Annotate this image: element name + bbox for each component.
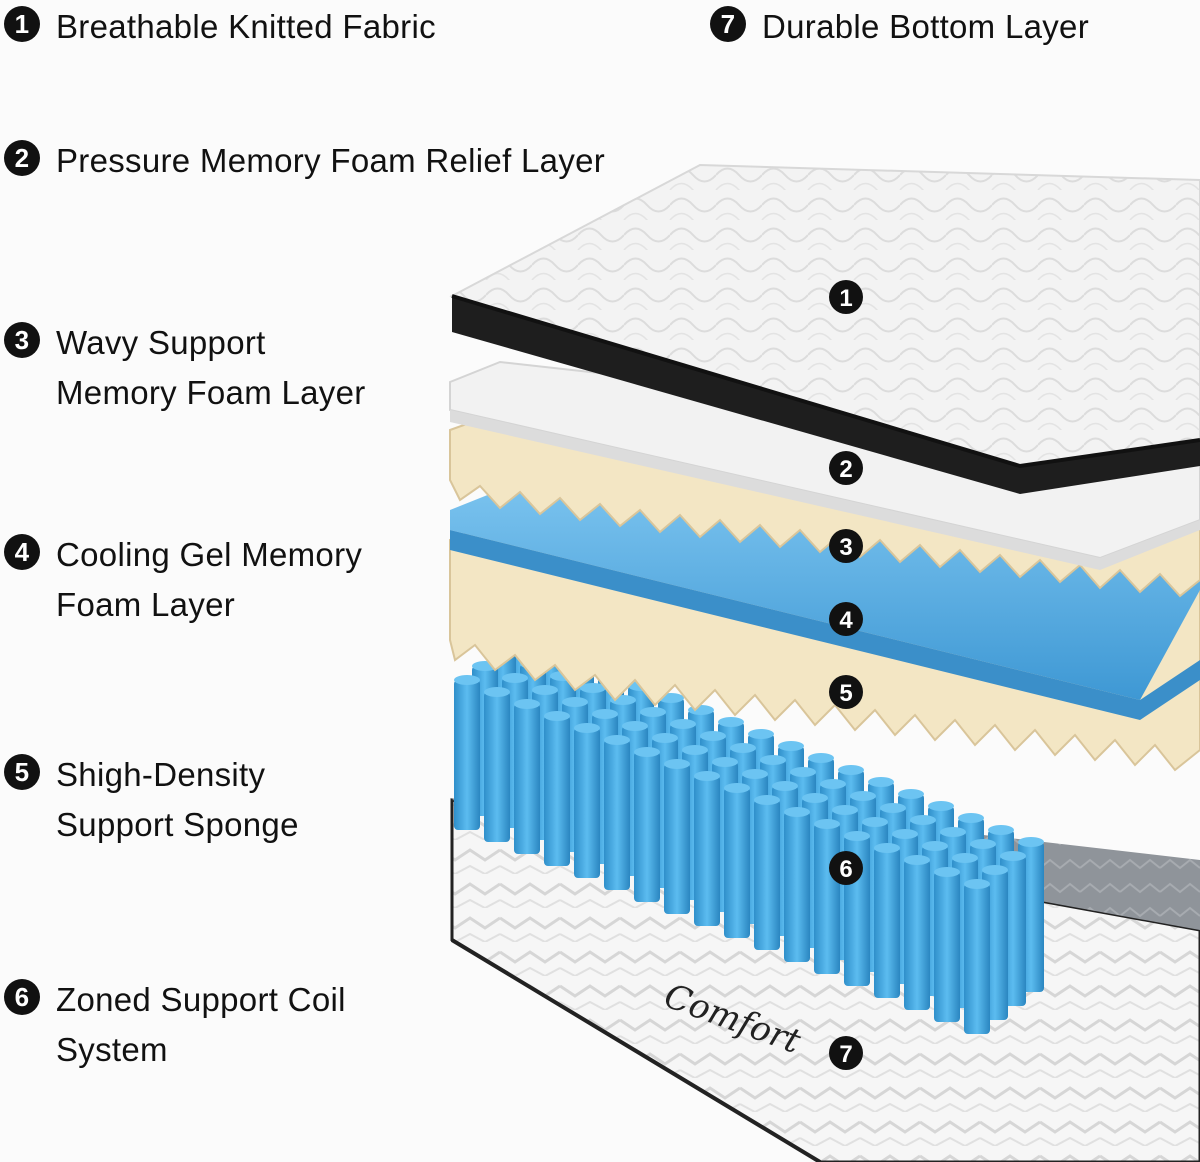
callout-layer-5-text: Shigh-Density Support Sponge (4, 750, 299, 849)
number-badge-layer-5: 5 (829, 675, 863, 709)
callout-text-line: System (56, 1030, 168, 1068)
callout-text-line: Breathable Knitted Fabric (56, 8, 436, 45)
coil-cylinder (574, 723, 600, 878)
callout-layer-6-text: Zoned Support Coil System (4, 975, 346, 1074)
callout-text-line: Cooling Gel Memory (56, 536, 363, 573)
coil-cylinder (964, 879, 990, 1034)
svg-text:4: 4 (839, 607, 853, 634)
number-badge-layer-6: 6 (829, 851, 863, 885)
callout-layer-6: 6 Zoned Support Coil System (4, 975, 346, 1074)
coil-cylinder (634, 747, 660, 902)
number-badge-2: 2 (4, 140, 40, 176)
callout-layer-1-text: Breathable Knitted Fabric (4, 2, 436, 52)
svg-text:6: 6 (839, 856, 852, 883)
callout-layer-2: 2 Pressure Memory Foam Relief Layer (4, 136, 605, 186)
number-badge-layer-2: 2 (829, 451, 863, 485)
coil-cylinder (484, 687, 510, 842)
coil-cylinder (664, 759, 690, 914)
number-badge-7: 7 (710, 6, 746, 42)
number-badge-4: 4 (4, 534, 40, 570)
callout-text-line: Pressure Memory Foam Relief Layer (56, 142, 606, 179)
coil-cylinder (754, 795, 780, 950)
number-badge-layer-1: 1 (829, 280, 863, 314)
number-badge-layer-3: 3 (829, 529, 863, 563)
callout-text-line: Zoned Support Coil (56, 981, 346, 1018)
layer-number-badges: 1 2 3 4 5 6 7 (829, 280, 863, 1070)
coil-system (454, 633, 1044, 1034)
coil-cylinder (604, 735, 630, 890)
number-badge-6: 6 (4, 979, 40, 1015)
callout-layer-7-text: Durable Bottom Layer (710, 2, 1089, 52)
callout-layer-4: 4 Cooling Gel Memory Foam Layer (4, 530, 362, 629)
callout-layer-3: 3 Wavy Support Memory Foam Layer (4, 318, 366, 417)
callout-layer-7: 7 Durable Bottom Layer (710, 2, 1089, 52)
coil-cylinder (454, 675, 480, 830)
callout-text-line: Durable Bottom Layer (762, 8, 1089, 45)
number-badge-layer-4: 4 (829, 602, 863, 636)
svg-text:1: 1 (839, 285, 852, 312)
coil-cylinder (514, 699, 540, 854)
number-badge-3: 3 (4, 322, 40, 358)
mattress-layers-illustration: Comfort 1 2 3 (449, 163, 1200, 1162)
coil-cylinder (934, 867, 960, 1022)
coil-cylinder (544, 711, 570, 866)
knitted-fabric-top-layer (449, 163, 1200, 494)
number-badge-1: 1 (4, 6, 40, 42)
callout-layer-3-text: Wavy Support Memory Foam Layer (4, 318, 366, 417)
callout-text-line: Wavy Support (56, 324, 266, 361)
callout-layer-5: 5 Shigh-Density Support Sponge (4, 750, 299, 849)
callout-layer-1: 1 Breathable Knitted Fabric (4, 2, 436, 52)
cooling-gel-layer (450, 490, 1200, 720)
number-badge-5: 5 (4, 754, 40, 790)
svg-text:7: 7 (839, 1041, 852, 1068)
callout-text-line: Shigh-Density (56, 756, 266, 793)
number-badge-layer-7: 7 (829, 1036, 863, 1070)
coil-cylinder (694, 771, 720, 926)
callout-layer-4-text: Cooling Gel Memory Foam Layer (4, 530, 362, 629)
callout-text-line: Support Sponge (56, 805, 299, 843)
callout-layer-2-text: Pressure Memory Foam Relief Layer (4, 136, 605, 186)
callout-text-line: Memory Foam Layer (56, 373, 366, 411)
callout-text-line: Foam Layer (56, 585, 236, 623)
svg-text:3: 3 (839, 534, 852, 561)
coil-cylinder (724, 783, 750, 938)
coil-cylinder (784, 807, 810, 962)
relief-foam-layer (449, 360, 1200, 570)
coil-cylinder (874, 843, 900, 998)
coil-cylinder (904, 855, 930, 1010)
svg-text:5: 5 (839, 680, 852, 707)
svg-text:2: 2 (839, 456, 852, 483)
coil-cylinder (814, 819, 840, 974)
